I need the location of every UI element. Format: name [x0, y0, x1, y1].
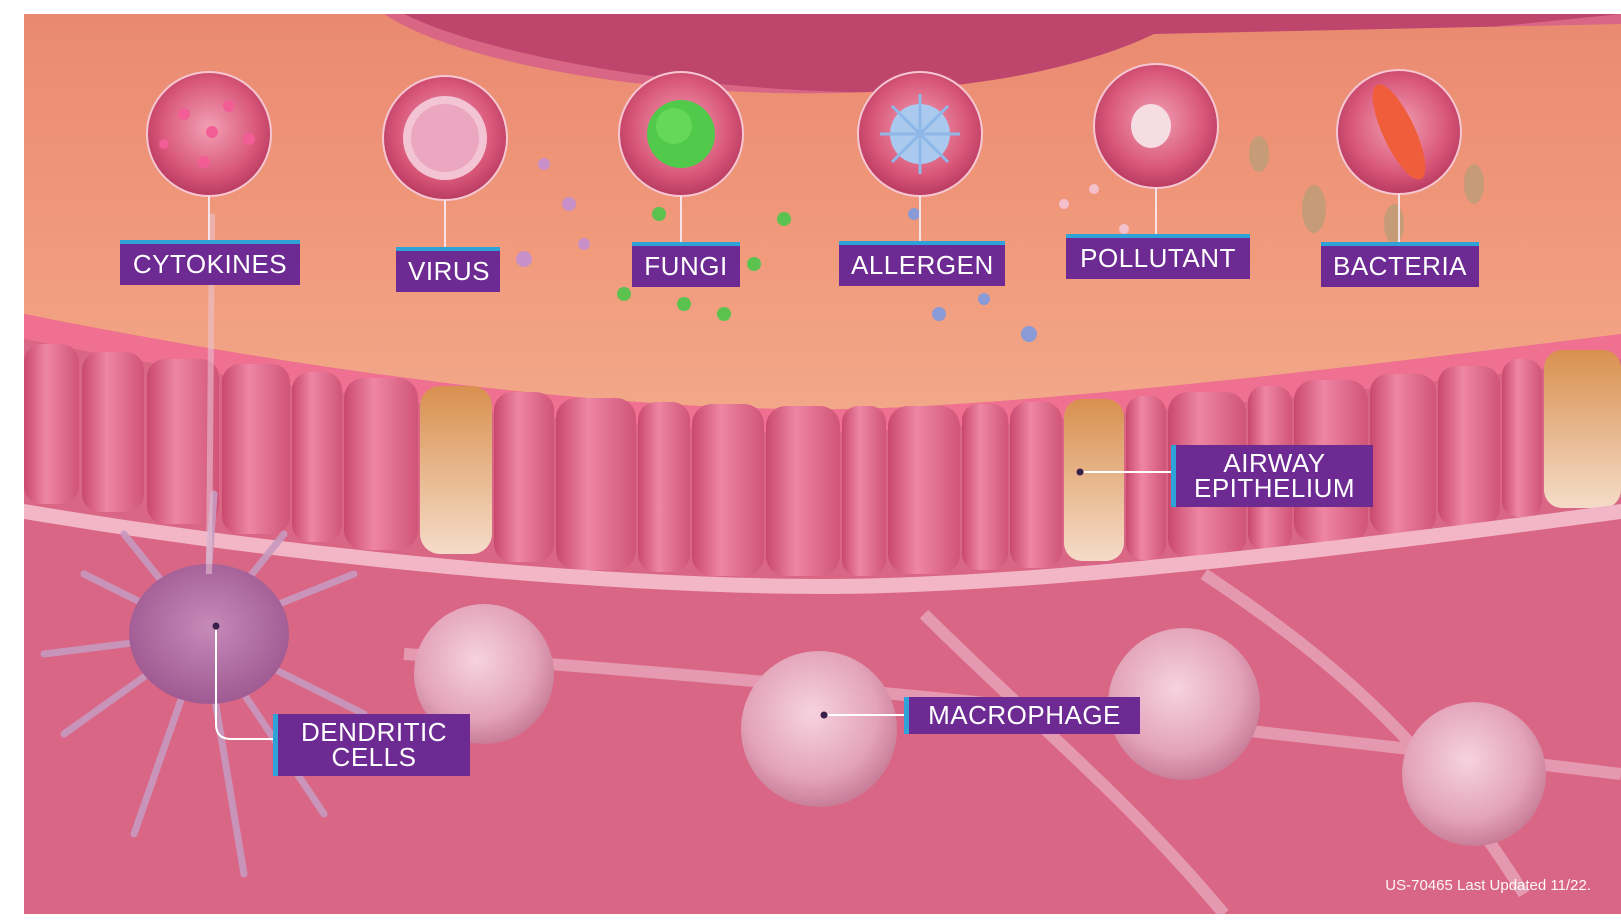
illustration-frame: CYTOKINES VIRUS FUNGI ALLERGEN POLLUTANT… [24, 14, 1621, 914]
label-pollutant-text: POLLUTANT [1080, 243, 1236, 273]
label-airway-epithelium: AIRWAY EPITHELIUM [1171, 445, 1373, 507]
airway-illustration [24, 14, 1621, 914]
label-macrophage: MACROPHAGE [904, 697, 1140, 734]
label-fungi: FUNGI [632, 242, 740, 287]
label-allergen: ALLERGEN [839, 241, 1005, 286]
label-bacteria-text: BACTERIA [1333, 251, 1467, 281]
label-dendritic-cells: DENDRITIC CELLS [273, 714, 470, 776]
label-airway-line2: EPITHELIUM [1188, 476, 1361, 501]
label-cytokines: CYTOKINES [120, 240, 300, 285]
label-virus-text: VIRUS [408, 256, 490, 286]
label-allergen-text: ALLERGEN [851, 250, 994, 280]
goblet-cell [420, 386, 492, 554]
label-macrophage-text: MACROPHAGE [928, 700, 1121, 730]
label-pollutant: POLLUTANT [1066, 234, 1250, 279]
label-bacteria: BACTERIA [1321, 242, 1479, 287]
label-dendritic-line2: CELLS [290, 745, 458, 770]
label-cytokines-text: CYTOKINES [133, 249, 287, 279]
label-virus: VIRUS [396, 247, 500, 292]
label-fungi-text: FUNGI [644, 251, 727, 281]
goblet-cell-2 [1064, 399, 1124, 561]
footer-note: US-70465 Last Updated 11/22. [1385, 877, 1591, 894]
